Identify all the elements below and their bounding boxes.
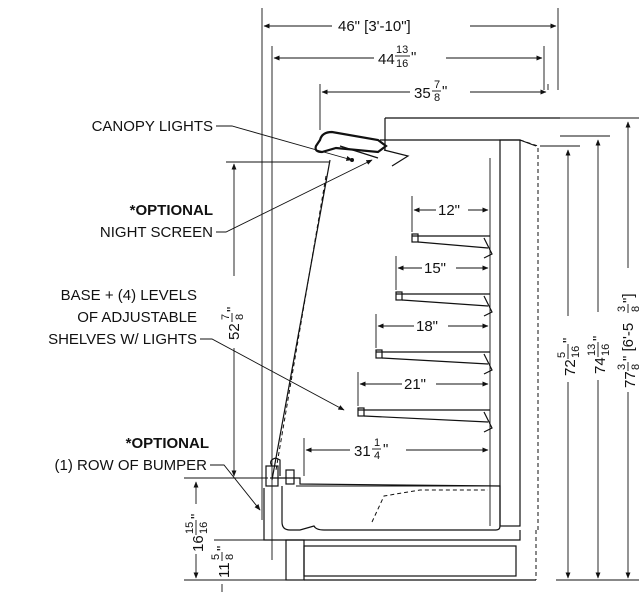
right-dimensions: 72 5 16 " 74 13 16 " 77 3 8 " [6'-5 3 8 [390, 117, 639, 581]
svg-text:72: 72 [562, 359, 579, 376]
shelf-3 [375, 349, 493, 375]
right-height-2-label: 74 13 16 " [586, 336, 612, 374]
svg-text:": " [442, 83, 447, 100]
shelf-2 [395, 291, 493, 317]
canopy-lights-leader [216, 125, 353, 161]
case-body [263, 117, 560, 581]
base-deck [270, 477, 501, 531]
svg-text:52: 52 [226, 323, 243, 340]
svg-text:": " [590, 336, 607, 341]
rear-wall [499, 139, 521, 527]
canopy-lights-label: CANOPY LIGHTS [92, 118, 213, 135]
night-screen-leader [216, 159, 373, 233]
svg-text:11: 11 [216, 562, 233, 578]
svg-text:77: 77 [622, 371, 639, 388]
right-height-1-label: 72 5 16 " [556, 338, 582, 376]
night-screen-label: NIGHT SCREEN [100, 224, 213, 241]
svg-text:44: 44 [378, 51, 395, 68]
canopy [314, 130, 388, 154]
shelves-label-line-2: OF ADJUSTABLE [77, 309, 197, 326]
svg-text:8: 8 [630, 306, 639, 312]
svg-text:": " [214, 546, 231, 551]
canopy-light-fixture [339, 145, 410, 167]
svg-text:8: 8 [434, 92, 440, 104]
svg-text:16: 16 [396, 58, 408, 70]
shelves-label-line-3: SHELVES W/ LIGHTS [48, 331, 197, 348]
left-dimensions: 52 7 8 " 16 15 16 " 11 5 8 " [184, 161, 330, 592]
right-height-3-label: 77 3 8 " [6'-5 3 8 "] [616, 294, 639, 389]
top-right-cap [519, 139, 537, 147]
svg-text:1: 1 [374, 437, 380, 449]
svg-text:16: 16 [198, 522, 210, 534]
shelves-leader [200, 338, 345, 411]
svg-text:": " [560, 338, 577, 343]
svg-text:15: 15 [184, 522, 196, 534]
svg-text:35: 35 [414, 85, 431, 102]
base-internal-dashed [371, 489, 488, 523]
svg-text:13: 13 [586, 344, 598, 356]
bumper-height-label: 16 15 16 " [184, 514, 210, 552]
base-height-label: 11 5 8 " [210, 546, 236, 578]
svg-text:16: 16 [190, 535, 207, 552]
optional-bumper-heading: *OPTIONAL [126, 435, 209, 452]
svg-text:": " [224, 307, 241, 312]
svg-text:": " [411, 49, 416, 66]
svg-text:31: 31 [354, 443, 371, 460]
svg-text:8: 8 [630, 364, 639, 370]
outer-right-dashed [519, 139, 539, 530]
top-dimensions: 46" [3'-10"] 44 13 16 " 35 7 8 " [261, 8, 559, 560]
svg-text:5: 5 [556, 352, 568, 358]
svg-text:13: 13 [396, 44, 408, 56]
svg-text:": " [383, 441, 388, 458]
svg-text:7: 7 [220, 314, 232, 320]
svg-text:"]: "] [620, 294, 637, 304]
shelf-4 [357, 407, 493, 433]
svg-text:74: 74 [592, 357, 609, 374]
callouts: CANOPY LIGHTS *OPTIONAL NIGHT SCREEN BAS… [48, 118, 373, 511]
lower-frame [263, 488, 521, 541]
shelves-label-line-1: BASE + (4) LEVELS [61, 287, 197, 304]
shelf-2-depth: 15" [424, 260, 446, 277]
svg-text:4: 4 [374, 450, 380, 462]
svg-text:16: 16 [570, 346, 582, 358]
base-depth-label: 31 1 4 " [354, 437, 388, 462]
front-glass-edge [271, 159, 331, 481]
svg-text:": " [188, 514, 205, 519]
svg-text:16: 16 [600, 344, 612, 356]
svg-text:7: 7 [434, 79, 440, 91]
front-leg [285, 539, 305, 581]
svg-text:8: 8 [224, 554, 236, 560]
bumper-leader [210, 464, 261, 511]
night-screen-dashed [275, 175, 327, 471]
shelf-3-depth: 18" [416, 318, 438, 335]
shelf-1 [411, 233, 493, 259]
shelf-1-depth: 12" [438, 202, 460, 219]
overall-width-label: 46" [3'-10"] [338, 18, 411, 35]
shelf-dimensions: 12" 15" 18" 21" 31 1 4 " [303, 196, 489, 476]
width-3-label: 35 7 8 " [414, 79, 447, 104]
bumper-label: (1) ROW OF BUMPER [55, 457, 208, 474]
width-2-label: 44 13 16 " [378, 44, 416, 70]
optional-night-screen-heading: *OPTIONAL [130, 202, 213, 219]
svg-text:5: 5 [210, 554, 222, 560]
left-height-label: 52 7 8 " [220, 307, 246, 340]
svg-text:" [6'-5: " [6'-5 [620, 323, 637, 361]
svg-text:3: 3 [616, 306, 628, 312]
svg-text:3: 3 [616, 364, 628, 370]
base-kick-panel [303, 545, 517, 577]
svg-text:8: 8 [234, 314, 246, 320]
shelf-4-depth: 21" [404, 376, 426, 393]
